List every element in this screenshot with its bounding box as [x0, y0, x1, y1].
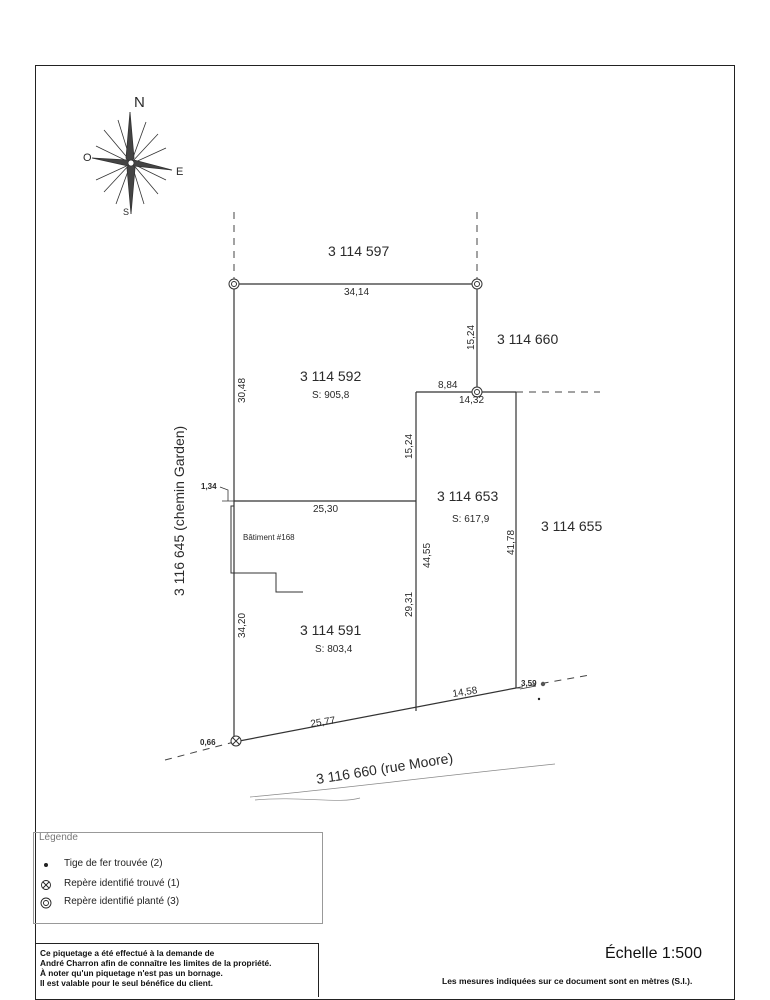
lot-3114660-number: 3 114 660 — [497, 331, 558, 347]
compass-east-label: E — [176, 166, 183, 178]
disclaimer-line: André Charron afin de connaître les limi… — [40, 958, 272, 968]
legend-item-label: Repère identifié planté (3) — [64, 896, 180, 907]
dim-east-offset: 3,59 — [521, 679, 537, 688]
disclaimer-line: Il est valable pour le seul bénéfice du … — [40, 978, 213, 988]
offset-arrow-1-34 — [219, 486, 246, 502]
legend-item-found-marker: Repère identifié trouvé (1) — [34, 878, 324, 896]
dim-building-offset: 1,34 — [201, 482, 217, 491]
offset-arrow-3-59 — [516, 685, 537, 690]
marker-planted-2 — [471, 278, 483, 290]
legend-item-iron-rod: Tige de fer trouvée (2) — [34, 858, 324, 876]
legend-box: Légende Tige de fer trouvée (2) Repère i… — [33, 832, 323, 924]
marker-iron-rod-1 — [540, 681, 546, 687]
lot-3114591-number: 3 114 591 — [300, 622, 361, 638]
marker-found-identified — [230, 735, 242, 747]
dim-lot653-south: 14,58 — [452, 685, 479, 700]
dim-lot653-east: 41,78 — [506, 530, 517, 555]
legend-item-planted-marker: Repère identifié planté (3) — [34, 896, 324, 914]
dim-lot592-west: 30,48 — [237, 378, 248, 403]
lot-3114655-number: 3 114 655 — [541, 518, 602, 534]
building-label: Bâtiment #168 — [243, 533, 295, 542]
disclaimer-line: À noter qu'un piquetage n'est pas un bor… — [40, 968, 223, 978]
lot-boundaries — [233, 283, 517, 743]
compass-west-label: O — [83, 152, 92, 164]
dim-lot653-north: 14,32 — [459, 395, 484, 406]
dim-lot592-offset: 8,84 — [438, 380, 458, 391]
legend-item-label: Repère identifié trouvé (1) — [64, 878, 180, 889]
planted-marker-icon — [40, 897, 52, 909]
lot-3114653-area: S: 617,9 — [452, 514, 490, 525]
lot-3114653-number: 3 114 653 — [437, 488, 498, 504]
marker-iron-rod-2 — [537, 697, 541, 701]
marker-planted-3 — [471, 386, 483, 398]
dim-lot591-north: 25,30 — [313, 504, 338, 515]
lot-3114592-area: S: 905,8 — [312, 390, 350, 401]
road-sketch-lines — [249, 763, 556, 801]
circle-x-icon — [40, 879, 52, 891]
road-garden-label: 3 116 645 (chemin Garden) — [171, 426, 187, 596]
dim-lot591-west: 34,20 — [237, 613, 248, 638]
compass-south-label: S — [123, 207, 129, 217]
compass-rose — [91, 111, 173, 215]
dim-lot592-east: 15,24 — [404, 434, 415, 459]
scale-label: Échelle 1:500 — [605, 945, 702, 962]
dim-north-boundary: 34,14 — [344, 287, 369, 298]
dot-icon — [40, 859, 52, 871]
dim-lot660-east: 15,24 — [466, 325, 477, 350]
dashed-boundaries — [164, 212, 600, 761]
compass-north-label: N — [134, 94, 145, 111]
units-note: Les mesures indiquées sur ce document so… — [442, 976, 693, 986]
marker-planted-1 — [228, 278, 240, 290]
lot-3114597-number: 3 114 597 — [328, 243, 389, 259]
lot-3114592-number: 3 114 592 — [300, 368, 361, 384]
lot-3114591-area: S: 803,4 — [315, 644, 353, 655]
dim-corner-offset: 0,66 — [200, 738, 216, 747]
road-moore-label: 3 116 660 (rue Moore) — [315, 750, 454, 787]
disclaimer-line: Ce piquetage a été effectué à la demande… — [40, 948, 215, 958]
legend-item-label: Tige de fer trouvée (2) — [64, 858, 163, 869]
dim-lot653-west: 44,55 — [422, 543, 433, 568]
legend-title: Légende — [39, 832, 78, 843]
building-outline — [230, 505, 303, 593]
dim-lot591-south: 25,77 — [310, 715, 337, 730]
disclaimer-box: Ce piquetage a été effectué à la demande… — [35, 943, 319, 997]
dim-lot591-east: 29,31 — [404, 592, 415, 617]
